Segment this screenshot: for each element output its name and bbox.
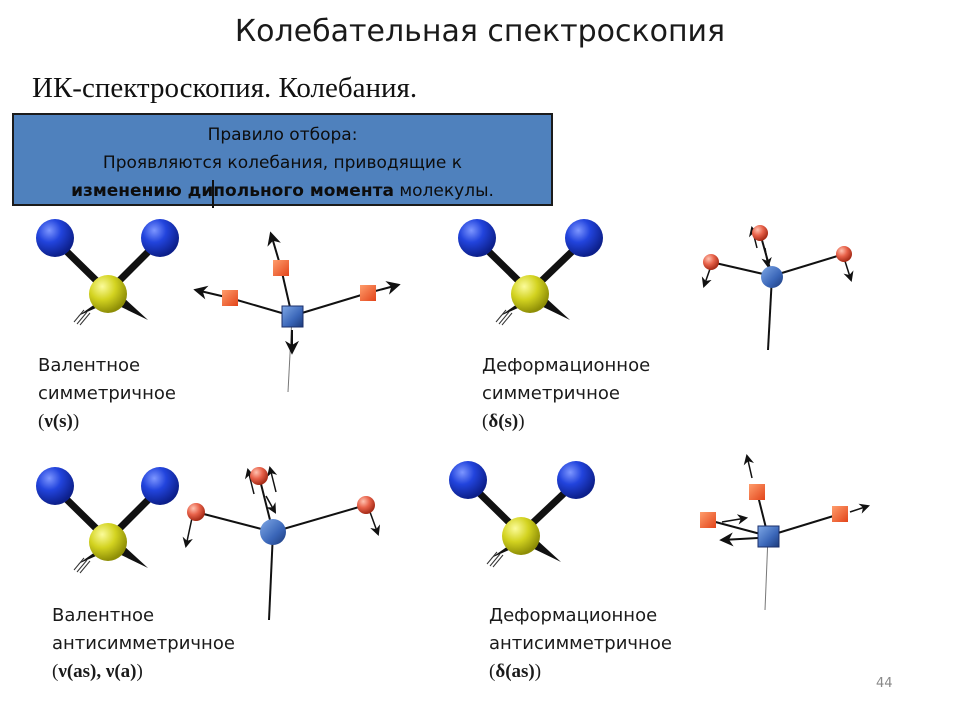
rule-text-line: Проявляются колебания, приводящие к bbox=[102, 153, 463, 173]
paren: ) bbox=[518, 411, 525, 432]
sulfur-atom bbox=[511, 275, 549, 313]
oxygen-atom bbox=[458, 219, 496, 257]
rule-heading: Правило отбора: bbox=[207, 125, 358, 145]
mode-symbol: (ν(as), ν(a)) bbox=[52, 658, 235, 686]
mode-label-sym-stretch: Валентное симметричное (ν(s)) bbox=[38, 352, 176, 436]
oxygen-atom bbox=[449, 461, 487, 499]
mode-label-sym-bend: Деформационное симметричное (δ(s)) bbox=[482, 352, 650, 436]
oxygen-atom bbox=[141, 467, 179, 505]
slide-title: Колебательная спектроскопия bbox=[234, 14, 726, 49]
mode-name-line: Валентное bbox=[38, 355, 141, 376]
paren: ) bbox=[534, 661, 542, 682]
paren: ( bbox=[38, 411, 45, 432]
sulfur-atom bbox=[89, 275, 127, 313]
mode-name-line: антисимметричное bbox=[489, 633, 672, 654]
sym-bend-vectors bbox=[701, 225, 854, 351]
rule-text-end: молекулы. bbox=[393, 181, 494, 201]
mode-label-asym-bend: Деформационное антисимметричное (δ(as)) bbox=[489, 602, 672, 686]
oxygen-atom bbox=[36, 219, 74, 257]
paren: ) bbox=[136, 661, 143, 682]
asym-stretch-molecule bbox=[36, 467, 179, 574]
rule-emphasis: изменению дипольного момента bbox=[71, 181, 394, 201]
mode-name-line: Деформационное bbox=[482, 355, 651, 376]
asym-stretch-vectors bbox=[182, 465, 381, 621]
mode-name-line: симметричное bbox=[38, 383, 176, 404]
mode-name-line: Валентное bbox=[52, 605, 155, 626]
oxygen-atom bbox=[565, 219, 603, 257]
text-cursor bbox=[212, 180, 214, 208]
mode-label-asym-stretch: Валентное антисимметричное (ν(as), ν(a)) bbox=[52, 602, 235, 686]
symbol-text: δ(s) bbox=[488, 411, 519, 432]
mode-symbol: (δ(s)) bbox=[482, 408, 650, 436]
mode-symbol: (ν(s)) bbox=[38, 408, 176, 436]
paren: ( bbox=[489, 661, 496, 682]
symbol-text: ν(s) bbox=[44, 411, 73, 432]
symbol-text: δ(as) bbox=[495, 661, 535, 682]
selection-rule-box: Правило отбора: Проявляются колебания, п… bbox=[12, 113, 553, 206]
page-number: 44 bbox=[876, 676, 893, 691]
mode-name-line: Деформационное bbox=[489, 605, 658, 626]
mode-name-line: антисимметричное bbox=[52, 633, 235, 654]
paren: ) bbox=[72, 411, 80, 432]
asym-bend-vectors bbox=[700, 453, 870, 611]
sym-stretch-molecule bbox=[36, 219, 179, 326]
sym-bend-molecule bbox=[458, 219, 603, 326]
mode-name-line: симметричное bbox=[482, 383, 620, 404]
asym-bend-molecule bbox=[449, 461, 595, 568]
oxygen-atom bbox=[36, 467, 74, 505]
rule-text-line-emphasis: изменению дипольного момента молекулы. bbox=[14, 177, 551, 205]
mode-symbol: (δ(as)) bbox=[489, 658, 672, 686]
oxygen-atom bbox=[557, 461, 595, 499]
sulfur-atom bbox=[89, 523, 127, 561]
paren: ( bbox=[52, 661, 59, 682]
slide-subtitle: ИК-спектроскопия. Колебания. bbox=[32, 72, 418, 104]
sym-stretch-vectors bbox=[193, 231, 401, 393]
symbol-text: ν(as), ν(a) bbox=[58, 661, 137, 682]
sulfur-atom bbox=[502, 517, 540, 555]
paren: ( bbox=[482, 411, 489, 432]
oxygen-atom bbox=[141, 219, 179, 257]
